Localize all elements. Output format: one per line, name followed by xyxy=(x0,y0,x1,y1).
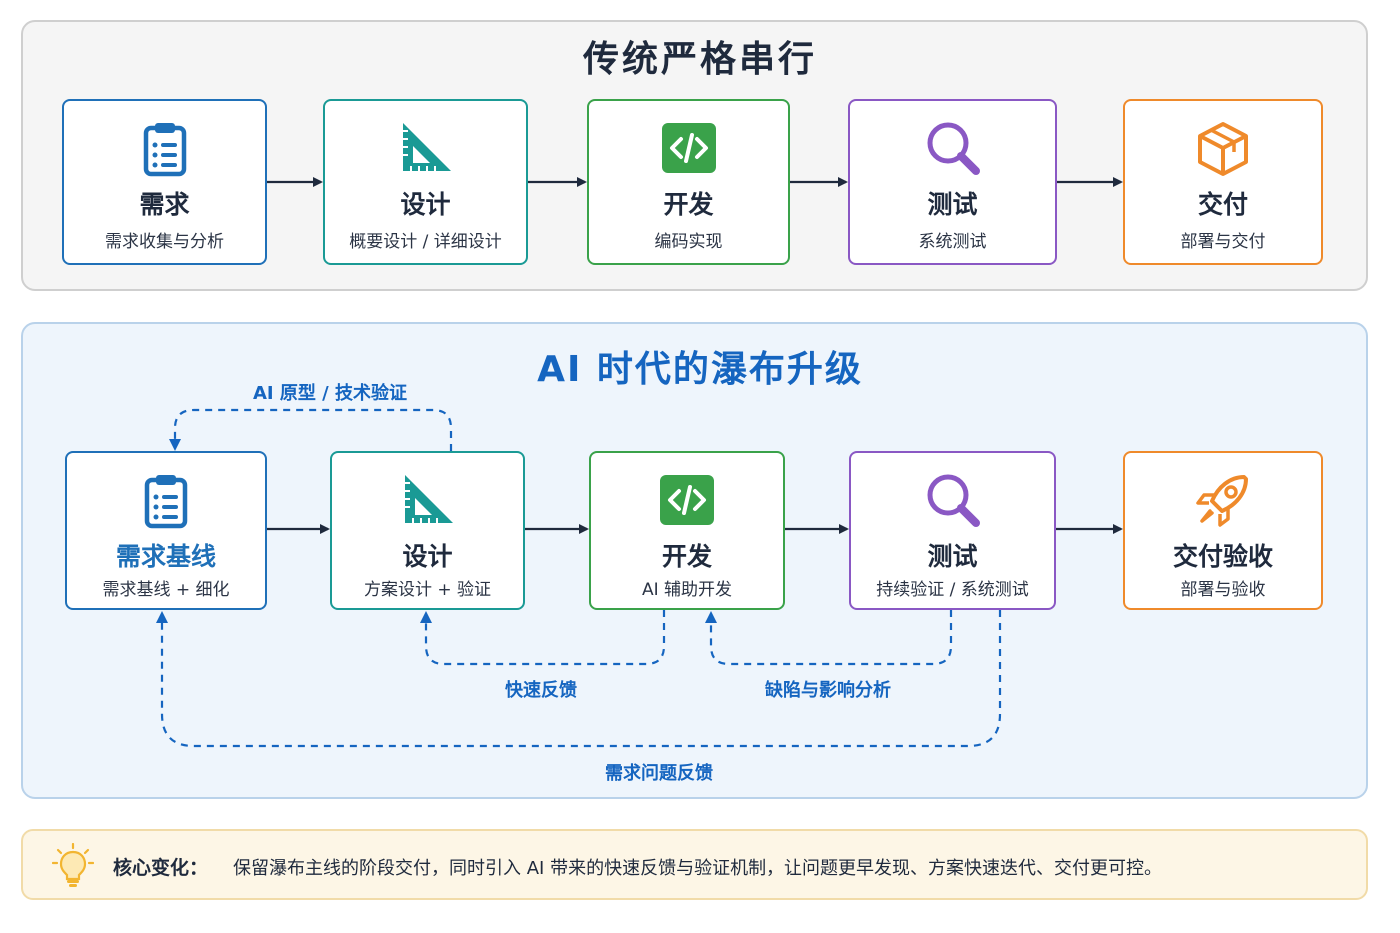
stage-subtitle: AI 辅助开发 xyxy=(641,580,733,600)
stage-title: 开发 xyxy=(661,542,712,571)
stage-subtitle: 编码实现 xyxy=(654,232,723,252)
clipboard-icon xyxy=(143,123,186,177)
package-icon xyxy=(1198,122,1248,176)
stage-title: 需求基线 xyxy=(115,542,216,571)
trad-stage-delivery: 交付 部署与交付 xyxy=(1123,99,1323,265)
stage-title: 测试 xyxy=(927,190,978,219)
stage-subtitle: 持续验证 / 系统测试 xyxy=(876,580,1029,600)
stage-subtitle: 部署与验收 xyxy=(1180,580,1266,600)
stage-title: 交付验收 xyxy=(1172,542,1273,571)
label-fast-feedback: 快速反馈 xyxy=(505,680,577,701)
stage-subtitle: 部署与交付 xyxy=(1180,232,1266,252)
magnifier-icon xyxy=(927,474,980,527)
note-text: 保留瀑布主线的阶段交付，同时引入 AI 带来的快速反馈与验证机制，让问题更早发现… xyxy=(233,858,1163,879)
label-defect-analysis: 缺陷与影响分析 xyxy=(765,680,891,701)
note-label: 核心变化： xyxy=(113,857,209,879)
stage-subtitle: 概要设计 / 详细设计 xyxy=(349,232,502,252)
stage-subtitle: 需求收集与分析 xyxy=(105,232,224,252)
stage-title: 交付 xyxy=(1197,190,1248,219)
ai-stage-delivery-acceptance: 交付验收 部署与验收 xyxy=(1123,451,1323,610)
traditional-title: 传统严格串行 xyxy=(582,39,817,80)
stage-title: 测试 xyxy=(927,542,978,571)
trad-stage-requirements: 需求 需求收集与分析 xyxy=(62,99,267,265)
stage-subtitle: 需求基线 + 细化 xyxy=(102,580,230,600)
stage-subtitle: 方案设计 + 验证 xyxy=(363,580,492,600)
set-square-icon xyxy=(404,475,453,523)
ai-title: AI 时代的瀑布升级 xyxy=(537,349,863,390)
magnifier-icon xyxy=(927,122,980,175)
code-icon xyxy=(660,475,714,525)
set-square-icon xyxy=(402,123,451,171)
code-icon xyxy=(661,123,716,173)
trad-stage-development: 开发 编码实现 xyxy=(587,99,790,265)
stage-title: 设计 xyxy=(402,542,453,571)
stage-subtitle: 系统测试 xyxy=(918,232,987,252)
lightbulb-icon xyxy=(52,843,94,887)
ai-stage-development: 开发 AI 辅助开发 xyxy=(589,451,785,610)
stage-title: 设计 xyxy=(400,190,451,219)
label-requirement-feedback: 需求问题反馈 xyxy=(605,763,713,784)
label-prototype-validation: AI 原型 / 技术验证 xyxy=(253,383,408,404)
rocket-icon xyxy=(1196,475,1248,527)
trad-stage-testing: 测试 系统测试 xyxy=(848,99,1057,265)
ai-stage-design: 设计 方案设计 + 验证 xyxy=(330,451,525,610)
stage-title: 需求 xyxy=(139,190,190,219)
trad-stage-design: 设计 概要设计 / 详细设计 xyxy=(323,99,528,265)
ai-stage-requirements-baseline: 需求基线 需求基线 + 细化 xyxy=(65,451,267,610)
stage-title: 开发 xyxy=(663,190,714,219)
ai-stage-testing: 测试 持续验证 / 系统测试 xyxy=(849,451,1056,610)
clipboard-icon xyxy=(144,475,188,529)
note-panel xyxy=(21,829,1368,900)
